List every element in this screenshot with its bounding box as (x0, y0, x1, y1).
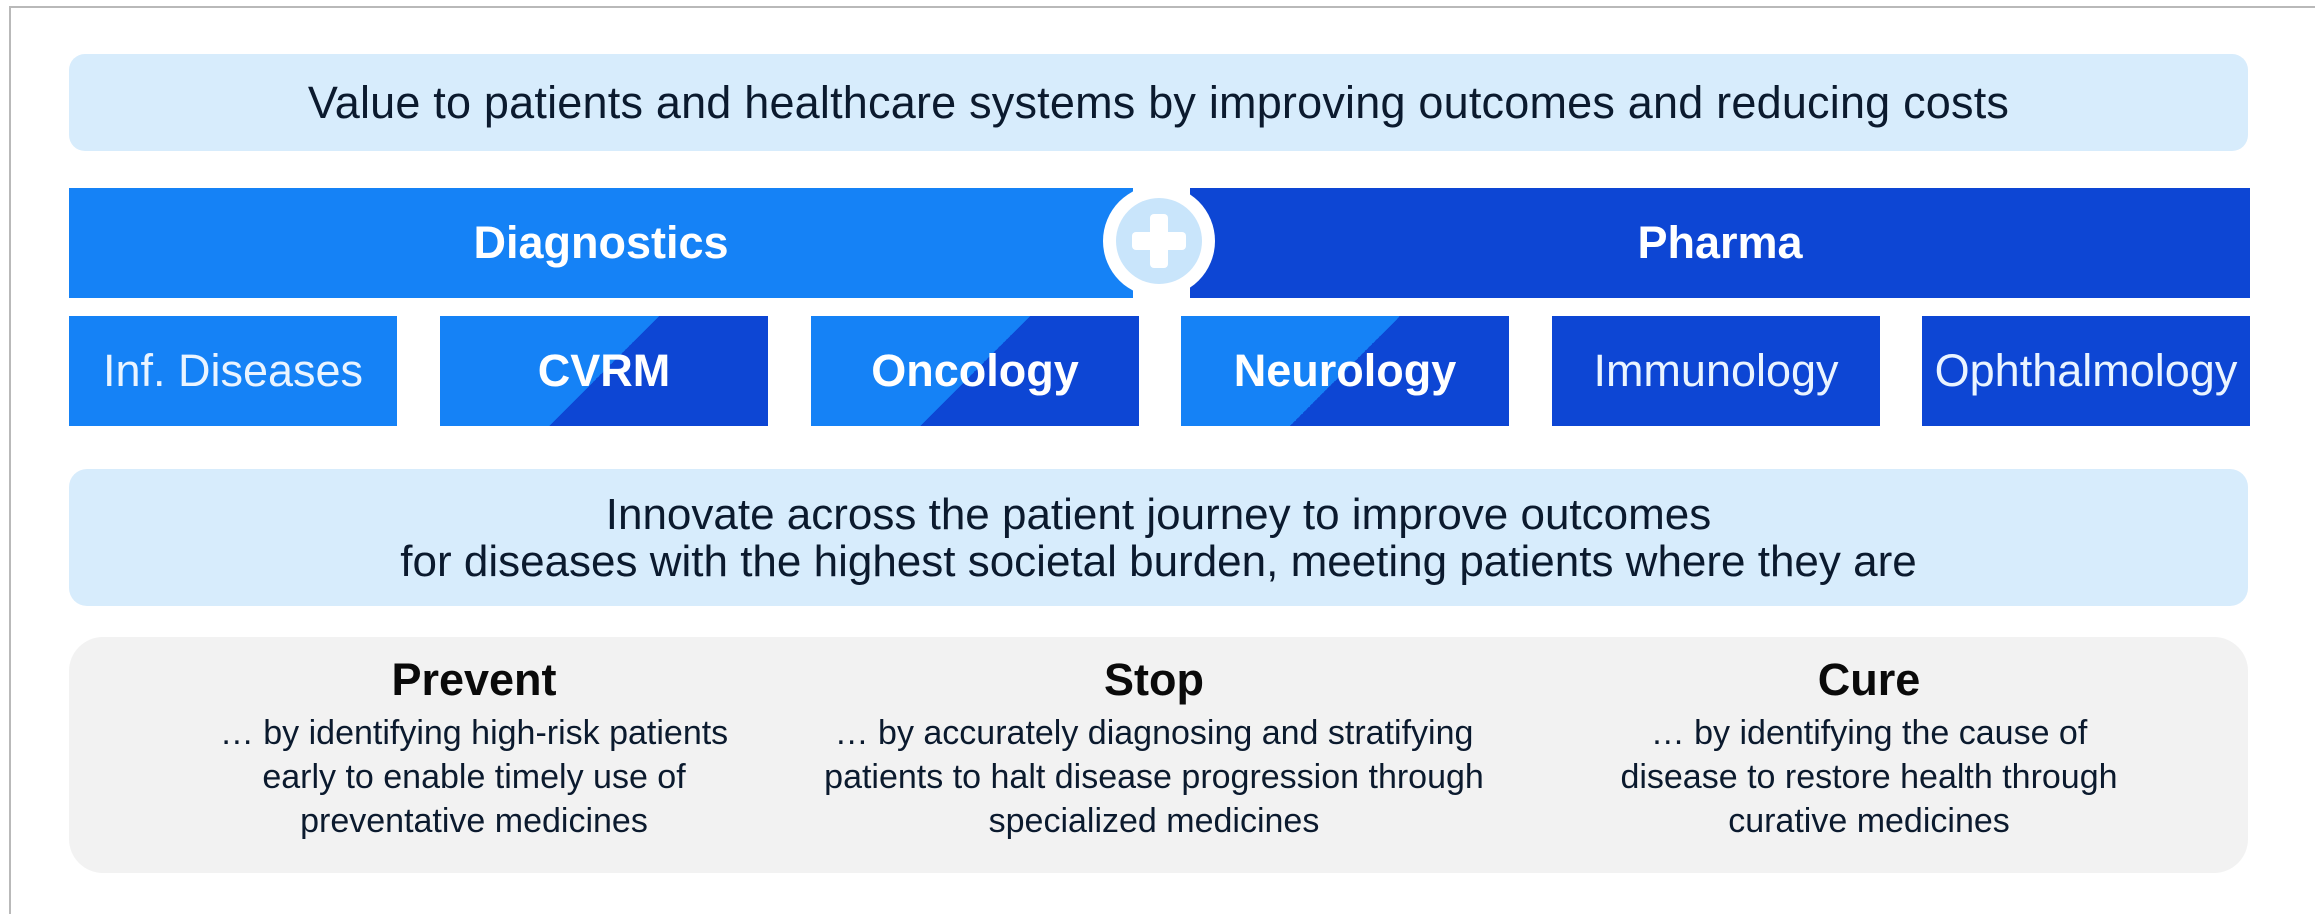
innovation-banner: Innovate across the patient journey to i… (69, 469, 2248, 606)
value-banner-text: Value to patients and healthcare systems… (307, 76, 2010, 128)
plus-circle-fill (1116, 198, 1202, 284)
area-inf-diseases: Inf. Diseases (69, 316, 397, 426)
pillars-panel: Prevent … by identifying high-risk patie… (69, 637, 2248, 873)
innovation-line-1: Innovate across the patient journey to i… (605, 489, 1712, 539)
area-label: Inf. Diseases (102, 345, 364, 396)
pillar-line: specialized medicines (988, 802, 1320, 840)
pillar-line: patients to halt disease progression thr… (824, 758, 1484, 796)
pillar-line: … by identifying the cause of (1650, 714, 2088, 752)
pillar-cure: Cure … by identifying the cause of disea… (1519, 637, 2219, 873)
area-label: Ophthalmology (1934, 345, 2238, 396)
pillar-title: Cure (1817, 654, 1921, 705)
pillar-description: … by identifying the cause of disease to… (1620, 711, 2117, 843)
pillar-description: … by identifying high-risk patients earl… (220, 711, 728, 843)
plus-circle-icon (1103, 185, 1215, 297)
pillar-prevent: Prevent … by identifying high-risk patie… (129, 637, 819, 873)
pillar-description: … by accurately diagnosing and stratifyi… (824, 711, 1484, 843)
pillar-line: … by accurately diagnosing and stratifyi… (834, 714, 1474, 752)
pharma-label: Pharma (1637, 217, 1803, 268)
area-oncology: Oncology (811, 316, 1139, 426)
pillar-line: curative medicines (1728, 802, 2010, 840)
pillar-title: Stop (1104, 654, 1204, 705)
pharma-bar: Pharma (1190, 188, 2250, 298)
diagnostics-bar: Diagnostics (69, 188, 1133, 298)
area-label: Oncology (871, 345, 1079, 396)
diagnostics-label: Diagnostics (473, 217, 729, 268)
plus-horizontal-stroke (1132, 232, 1186, 250)
pillar-stop: Stop … by accurately diagnosing and stra… (804, 637, 1504, 873)
area-immunology: Immunology (1552, 316, 1880, 426)
area-neurology: Neurology (1181, 316, 1509, 426)
pillar-line: … by identifying high-risk patients (219, 714, 729, 752)
innovation-line-2: for diseases with the highest societal b… (400, 536, 1917, 586)
area-cvrm: CVRM (440, 316, 768, 426)
pillar-line: disease to restore health through (1620, 758, 2118, 796)
value-banner: Value to patients and healthcare systems… (69, 54, 2248, 151)
area-label: Immunology (1593, 345, 1839, 396)
area-ophthalmology: Ophthalmology (1922, 316, 2250, 426)
area-label: Neurology (1233, 345, 1457, 396)
area-label: CVRM (537, 345, 671, 396)
pillar-title: Prevent (391, 654, 557, 705)
pillar-line: preventative medicines (300, 802, 648, 840)
pillar-line: early to enable timely use of (262, 758, 686, 796)
